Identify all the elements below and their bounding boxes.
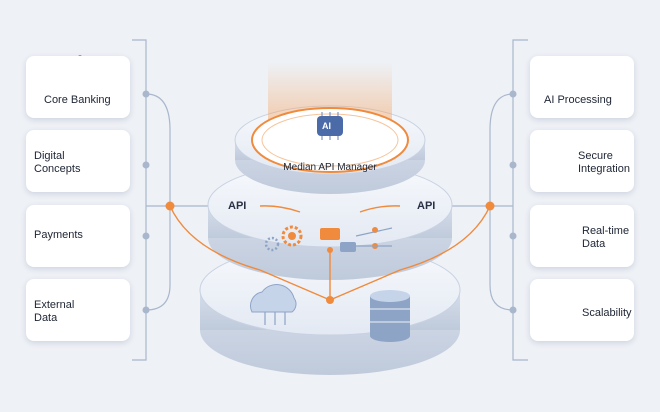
ai-chip-label: AI [322, 121, 331, 131]
right-rail [440, 39, 528, 361]
router-icon [320, 227, 393, 252]
card-external-data: External Data [26, 279, 130, 341]
gear-icon [264, 225, 303, 252]
card-payments: Payments [26, 205, 130, 267]
card-label: Digital Concepts [34, 150, 81, 175]
card-digital-concepts: Digital Concepts [26, 130, 130, 192]
card-core-banking: Core Banking [26, 56, 130, 118]
card-secure-integration: Secure Integration [530, 130, 634, 192]
card-label: Core Banking [44, 94, 111, 106]
orange-dots [165, 201, 495, 304]
card-ai-processing: AI Processing [530, 56, 634, 118]
api-network-label: API [97, 308, 109, 315]
cloud-icon [250, 284, 297, 325]
api-manager-title: Median API Manager [283, 162, 377, 173]
rail-dots [142, 90, 517, 314]
database-icon [370, 290, 410, 342]
api-label-left: API [228, 200, 247, 212]
ai-chip-icon [317, 112, 343, 140]
card-label: Payments [34, 229, 83, 241]
card-label: Secure Integration [578, 150, 630, 175]
card-label: AI Processing [544, 94, 612, 106]
card-label: Scalability [582, 307, 632, 319]
card-label: Real-time Data [582, 225, 630, 250]
card-scalability: Scalability [530, 279, 634, 341]
orange-connectors [169, 205, 491, 301]
api-label-right: API [417, 200, 436, 212]
card-real-time-data: Real-time Data [530, 205, 634, 267]
card-label: External Data [34, 299, 75, 324]
